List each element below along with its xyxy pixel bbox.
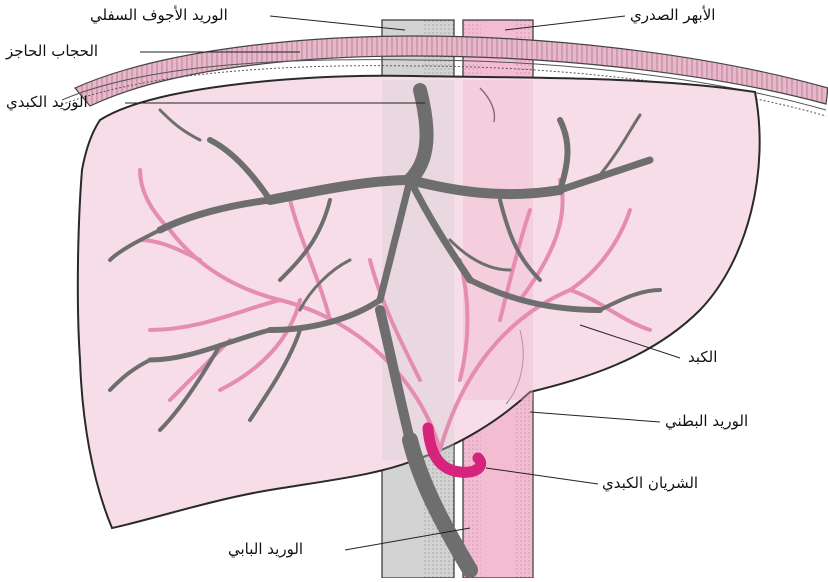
liver-fold — [479, 87, 496, 123]
diaphragm — [57, 35, 828, 117]
liver — [76, 74, 761, 530]
hepatic-artery — [422, 422, 487, 478]
portal-vein — [402, 432, 478, 578]
pink-branches — [138, 168, 652, 452]
liver-lobe-edge — [505, 329, 524, 405]
label-inferior-vena-cava: الوريد الأجوف السفلي — [90, 6, 228, 24]
gray-vein-tree — [108, 83, 662, 432]
label-hepatic-vein: الوريد الكبدي — [6, 93, 88, 111]
label-abdominal-vein: الوريد البطني — [665, 412, 749, 430]
leader-lines — [125, 15, 681, 551]
label-liver: الكبد — [688, 348, 718, 366]
label-diaphragm: الحجاب الحاجز — [6, 42, 99, 60]
label-thoracic-aorta: الأبهر الصدري — [630, 6, 716, 24]
label-portal-vein: الوريد البابي — [228, 540, 304, 558]
label-hepatic-artery: الشريان الكبدي — [602, 474, 699, 492]
